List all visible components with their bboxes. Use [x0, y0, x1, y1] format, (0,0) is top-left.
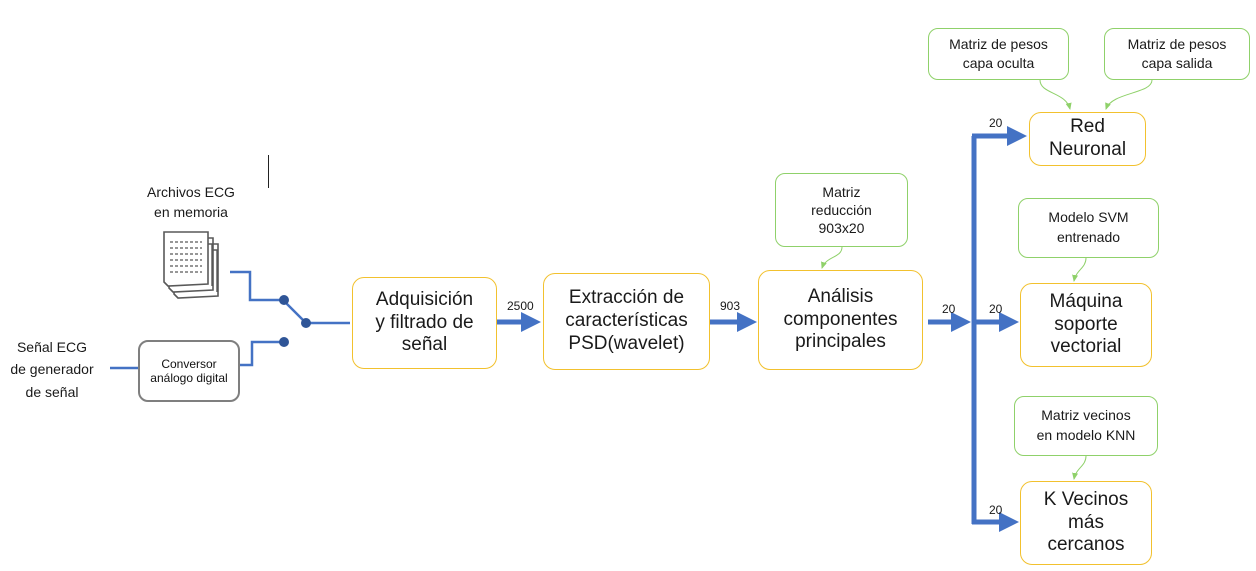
switch-contact-pivot — [301, 318, 311, 328]
switch-contact-top — [279, 295, 289, 305]
extraction-block: Extracción de características PSD(wavele… — [543, 273, 710, 370]
files-label: Archivos ECG en memoria — [147, 184, 235, 221]
documents-icon — [163, 231, 219, 299]
reduction-matrix-box: Matriz reducción 903x20 — [775, 173, 908, 247]
hidden-weights-to-nn — [1039, 79, 1072, 110]
dimension-2500: 2500 — [507, 299, 534, 313]
flow-arrows — [497, 126, 1028, 532]
knn-matrix-to-knn — [1072, 455, 1087, 480]
output-weights-box: Matriz de pesos capa salida — [1104, 28, 1250, 80]
converter-wire — [240, 340, 284, 367]
dimension-20-knn: 20 — [989, 503, 1003, 517]
files-wire — [230, 270, 284, 302]
dimension-20-pca: 20 — [942, 302, 956, 316]
dimension-20-svm: 20 — [989, 302, 1003, 316]
svm-model-to-svm — [1072, 257, 1087, 282]
knn-block: K Vecinos más cercanos — [1020, 481, 1152, 565]
svm-block: Máquina soporte vectorial — [1020, 283, 1152, 367]
knn-matrix-box: Matriz vecinos en modelo KNN — [1014, 396, 1158, 456]
switch-contact-bottom — [279, 337, 289, 347]
converter-box: Conversor análogo digital — [138, 340, 240, 402]
text-cursor — [268, 155, 269, 188]
parameter-connectors — [821, 79, 1153, 480]
reduction-to-pca — [821, 246, 843, 269]
hidden-weights-box: Matriz de pesos capa oculta — [928, 28, 1069, 80]
switch-lever — [283, 300, 307, 324]
input-switch — [110, 270, 350, 370]
svm-model-box: Modelo SVM entrenado — [1018, 198, 1159, 258]
signal-label: Señal ECG de generador de señal — [10, 339, 94, 400]
pca-block: Análisis componentes principales — [758, 270, 923, 370]
acquisition-block: Adquisición y filtrado de señal — [352, 277, 497, 369]
dimension-903: 903 — [720, 299, 741, 313]
dimension-20-neural-net: 20 — [989, 116, 1003, 130]
neural-net-block: Red Neuronal — [1029, 112, 1146, 166]
output-weights-to-nn — [1105, 79, 1153, 110]
